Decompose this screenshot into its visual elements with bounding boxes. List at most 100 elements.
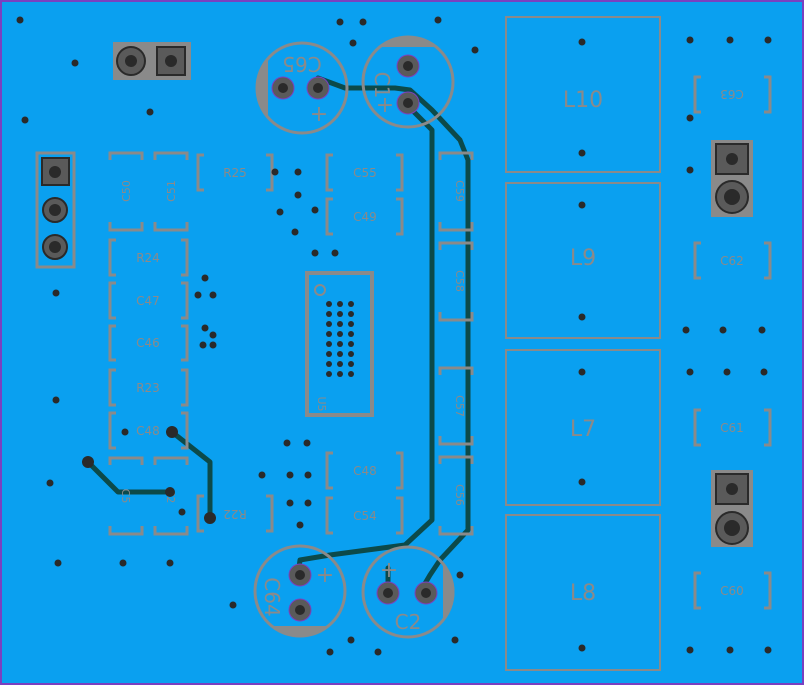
- cap-c55-label: C55: [353, 166, 377, 180]
- connector-pin: [348, 361, 354, 367]
- connector-pin: [326, 321, 332, 327]
- via: [359, 18, 367, 26]
- via: [121, 428, 129, 436]
- cap-c48-mid-label: C48: [353, 464, 377, 478]
- via: [760, 368, 768, 376]
- via: [686, 646, 694, 654]
- header-right-lower: [711, 470, 753, 547]
- via: [686, 166, 694, 174]
- electrolytic-c1-label: C1: [370, 72, 394, 99]
- via: [764, 646, 772, 654]
- via: [209, 341, 217, 349]
- cap-c56-label: C56: [453, 484, 466, 506]
- via: [578, 368, 586, 376]
- connector-pin: [337, 361, 343, 367]
- via: [686, 368, 694, 376]
- trace-r22: [169, 429, 213, 521]
- via: [311, 249, 319, 257]
- trace-left-rail: [295, 100, 435, 578]
- via: [54, 559, 62, 567]
- connector-pin: [348, 301, 354, 307]
- inductor-l8-label: L8: [570, 581, 596, 606]
- via: [209, 331, 217, 339]
- cap-c47-label: C47: [136, 294, 160, 308]
- cap-c48-left-label: C48: [136, 424, 160, 438]
- connector-pin: [326, 331, 332, 337]
- cap-c51-label: C51: [165, 180, 178, 202]
- connector-pin: [337, 371, 343, 377]
- via: [194, 291, 202, 299]
- via: [578, 313, 586, 321]
- inductor-l7: L7: [505, 349, 661, 506]
- via: [296, 521, 304, 529]
- right-passives: [693, 75, 772, 610]
- connector-pin: [326, 341, 332, 347]
- via: [726, 646, 734, 654]
- inductor-l9: L9: [505, 182, 661, 339]
- connector-pin: [348, 311, 354, 317]
- via: [434, 16, 442, 24]
- connector-pin: [337, 341, 343, 347]
- connector-pin: [337, 311, 343, 317]
- res-r24-label: R24: [136, 251, 160, 265]
- via: [16, 16, 24, 24]
- vias: [16, 16, 772, 656]
- cap-c62-label: C62: [720, 254, 744, 268]
- via: [349, 39, 357, 47]
- cap-c5-label: C5: [119, 489, 132, 504]
- via: [374, 648, 382, 656]
- electrolytic-c64-label: C64: [260, 577, 284, 616]
- via: [764, 36, 772, 44]
- via: [303, 439, 311, 447]
- via: [326, 648, 334, 656]
- cap-c57-label: C57: [453, 395, 466, 417]
- connector-pin: [326, 371, 332, 377]
- connector-pin: [326, 351, 332, 357]
- via: [21, 116, 29, 124]
- via: [276, 208, 284, 216]
- via: [311, 206, 319, 214]
- inductor-l9-label: L9: [570, 246, 596, 271]
- via: [286, 471, 294, 479]
- trace-pads: [82, 426, 216, 524]
- inductor-l8: L8: [505, 514, 661, 671]
- connector-pin: [337, 301, 343, 307]
- via: [304, 471, 312, 479]
- via: [146, 108, 154, 116]
- via: [726, 36, 734, 44]
- via: [201, 274, 209, 282]
- electrolytic-c2-polarity: +: [380, 558, 398, 583]
- via: [686, 36, 694, 44]
- via: [456, 571, 464, 579]
- header-top: [113, 42, 191, 80]
- connector-pin: [337, 351, 343, 357]
- connector-pin: [348, 371, 354, 377]
- via: [201, 324, 209, 332]
- via: [451, 636, 459, 644]
- connector-u5-label: U5: [315, 396, 328, 411]
- connector-pin: [326, 301, 332, 307]
- res-r22-label: R22: [223, 507, 247, 521]
- connector-pin: [337, 321, 343, 327]
- electrolytic-c65-label: C65: [282, 52, 321, 76]
- via: [178, 508, 186, 516]
- cap-c46-label: C46: [136, 336, 160, 350]
- via: [258, 471, 266, 479]
- res-r25-label: R25: [223, 166, 247, 180]
- electrolytic-c65: C65 +: [255, 41, 349, 135]
- via: [199, 341, 207, 349]
- trace-c5: [85, 459, 173, 495]
- inductor-l7-label: L7: [570, 417, 596, 442]
- electrolytic-c1-polarity: +: [376, 93, 394, 118]
- cap-c61-label: C61: [720, 421, 744, 435]
- via: [578, 149, 586, 157]
- connector-pin: [337, 331, 343, 337]
- via: [336, 18, 344, 26]
- via: [71, 59, 79, 67]
- via: [119, 559, 127, 567]
- via: [578, 201, 586, 209]
- cap-c54-label: C54: [353, 509, 377, 523]
- via: [271, 168, 279, 176]
- trace-top: [315, 75, 471, 595]
